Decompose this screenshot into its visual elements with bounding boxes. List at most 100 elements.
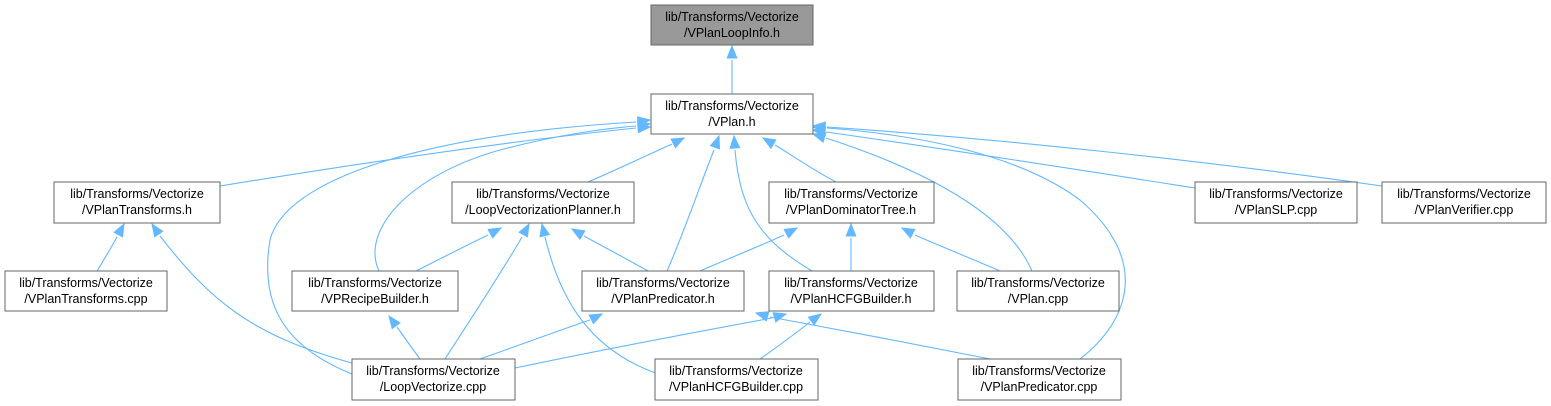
edge-line	[826, 127, 1126, 360]
edge-arrowhead	[807, 313, 823, 326]
edge-loopvectorize-cpp-to-loopvectorizationplanner-h	[444, 222, 530, 360]
node-label-line1: lib/Transforms/Vectorize	[669, 364, 803, 378]
edge-line	[914, 234, 1001, 272]
node-vplanverifier-cpp[interactable]: lib/Transforms/Vectorize /VPlanVerifier.…	[1381, 181, 1547, 224]
edge-line	[699, 234, 785, 272]
node-label-line2: /VPlanHCFGBuilder.h	[791, 292, 912, 306]
node-vplandominatortree-h[interactable]: lib/Transforms/Vectorize /VPlanDominator…	[768, 181, 935, 224]
edge-arrowhead	[570, 228, 586, 241]
node-vplanpredicator-h[interactable]: lib/Transforms/Vectorize /VPlanPredicato…	[581, 270, 745, 312]
node-vprecipebuilder-h[interactable]: lib/Transforms/Vectorize /VPRecipeBuilde…	[291, 270, 459, 312]
node-vplan-h[interactable]: lib/Transforms/Vectorize /VPlan.h	[650, 93, 814, 135]
edge-arrowhead	[151, 222, 164, 238]
edge-arrowhead	[539, 222, 551, 238]
edge-vplandominatortree-h-to-vplan-h	[761, 137, 837, 183]
edge-loopvectorize-cpp-to-vplantransforms-h	[151, 222, 353, 364]
edge-line	[826, 126, 1383, 187]
node-vplanpredicator-cpp[interactable]: lib/Transforms/Vectorize /VPlanPredicato…	[957, 358, 1122, 401]
edge-arrowhead	[761, 137, 777, 150]
edge-line	[159, 235, 353, 364]
edge-line	[759, 321, 811, 360]
node-label-line2: /VPRecipeBuilder.h	[321, 292, 429, 306]
edge-arrowhead	[518, 222, 530, 238]
edge-arrowhead	[487, 227, 503, 239]
edge-vplanslp-cpp-to-vplan-h	[811, 126, 1196, 189]
node-label-line2: /VPlanTransforms.cpp	[24, 292, 147, 306]
edge-line	[479, 319, 591, 360]
node-label-line1: lib/Transforms/Vectorize	[784, 187, 918, 201]
edge-line	[583, 235, 649, 272]
node-label-line1: lib/Transforms/Vectorize	[972, 364, 1106, 378]
edge-line	[374, 125, 637, 272]
edge-line	[396, 326, 421, 360]
edge-arrowhead	[754, 311, 770, 322]
edge-arrowhead	[726, 44, 738, 59]
edge-line	[587, 143, 673, 183]
edge-line	[544, 236, 659, 375]
edge-vplanpredicator-h-to-loopvectorizationplanner-h	[570, 228, 649, 272]
node-label-line2: /VPlan.cpp	[1008, 292, 1069, 306]
node-label-line1: lib/Transforms/Vectorize	[366, 364, 500, 378]
node-label-line1: lib/Transforms/Vectorize	[1209, 187, 1343, 201]
edge-arrowhead	[845, 222, 857, 237]
edge-arrowhead	[636, 116, 652, 128]
edge-vplan-cpp-to-vplan-h	[811, 132, 1033, 272]
node-label-line2: /LoopVectorize.cpp	[380, 380, 486, 394]
edge-line	[267, 121, 637, 375]
node-vplantransforms-cpp[interactable]: lib/Transforms/Vectorize /VPlanTransform…	[4, 270, 168, 312]
edge-line	[415, 234, 489, 272]
edge-vplanhcfgbuilder-h-to-vplandominatortree-h	[845, 222, 857, 271]
edge-arrowhead	[783, 227, 799, 239]
edge-vplanhcfgbuilder-cpp-to-vplanhcfgbuilder-h	[759, 313, 823, 360]
node-label-line2: /VPlanTransforms.h	[82, 203, 192, 217]
node-label-line2: /VPlanSLP.cpp	[1235, 203, 1318, 217]
node-vplanhcfgbuilder-h[interactable]: lib/Transforms/Vectorize /VPlanHCFGBuild…	[768, 270, 935, 312]
node-label-line2: /VPlanLoopInfo.h	[684, 26, 780, 40]
node-label-line1: lib/Transforms/Vectorize	[596, 276, 730, 290]
edge-loopvectorize-cpp-to-vplanhcfgbuilder-h	[514, 312, 788, 369]
node-vplanslp-cpp[interactable]: lib/Transforms/Vectorize /VPlanSLP.cpp	[1194, 181, 1358, 224]
edge-loopvectorize-cpp-to-vprecipebuilder-h	[388, 314, 421, 360]
edge-arrowhead	[729, 134, 741, 149]
node-label-line1: lib/Transforms/Vectorize	[665, 10, 799, 24]
edge-line	[666, 149, 715, 272]
edge-line	[96, 236, 118, 272]
edge-vplanpredicator-h-to-vplan-h	[666, 134, 721, 272]
edge-line	[734, 149, 813, 272]
edge-vprecipebuilder-h-to-loopvectorizationplanner-h	[415, 227, 503, 272]
node-loopvectorize-cpp[interactable]: lib/Transforms/Vectorize /LoopVectorize.…	[351, 358, 516, 401]
node-loopvectorizationplanner-h[interactable]: lib/Transforms/Vectorize /LoopVectorizat…	[451, 181, 635, 224]
node-label-line2: /LoopVectorizationPlanner.h	[465, 203, 621, 217]
edge-vplanverifier-cpp-to-vplan-h	[811, 121, 1383, 187]
edge-arrowhead	[811, 122, 826, 134]
edge-line	[219, 127, 637, 187]
node-label-line1: lib/Transforms/Vectorize	[784, 276, 918, 290]
edge-line	[825, 137, 1033, 272]
node-label-line2: /VPlanHCFGBuilder.cpp	[669, 380, 803, 394]
edges-layer	[96, 44, 1383, 375]
node-label-line2: /VPlan.h	[708, 115, 755, 129]
edge-vplan-h-to-vplanloopinfo-h	[726, 44, 738, 94]
node-vplan-cpp[interactable]: lib/Transforms/Vectorize /VPlan.cpp	[956, 270, 1120, 312]
node-label-line1: lib/Transforms/Vectorize	[70, 187, 204, 201]
node-label-line1: lib/Transforms/Vectorize	[971, 276, 1105, 290]
edge-line	[825, 131, 1196, 189]
edge-arrowhead	[588, 313, 604, 325]
edge-arrowhead	[388, 314, 401, 330]
node-label-line2: /VPlanDominatorTree.h	[786, 203, 916, 217]
edge-vplanpredicator-h-to-vplandominatortree-h	[699, 227, 799, 272]
edge-arrowhead	[709, 134, 721, 150]
edge-vplanhcfgbuilder-h-to-vplan-h	[729, 134, 813, 272]
node-label-line1: lib/Transforms/Vectorize	[1397, 187, 1531, 201]
node-vplantransforms-h[interactable]: lib/Transforms/Vectorize /VPlanTransform…	[53, 181, 221, 224]
node-label-line1: lib/Transforms/Vectorize	[308, 276, 442, 290]
edge-vplanpredicator-cpp-to-vplanhcfgbuilder-h	[754, 311, 991, 360]
node-vplanhcfgbuilder-cpp[interactable]: lib/Transforms/Vectorize /VPlanHCFGBuild…	[654, 358, 819, 401]
node-label-line1: lib/Transforms/Vectorize	[476, 187, 610, 201]
node-label-line2: /VPlanVerifier.cpp	[1415, 203, 1514, 217]
node-vplanloopinfo-h[interactable]: lib/Transforms/Vectorize /VPlanLoopInfo.…	[650, 4, 814, 46]
edge-arrowhead	[113, 222, 125, 238]
edge-loopvectorize-cpp-to-vplan-h	[267, 116, 652, 375]
edge-line	[774, 144, 837, 183]
